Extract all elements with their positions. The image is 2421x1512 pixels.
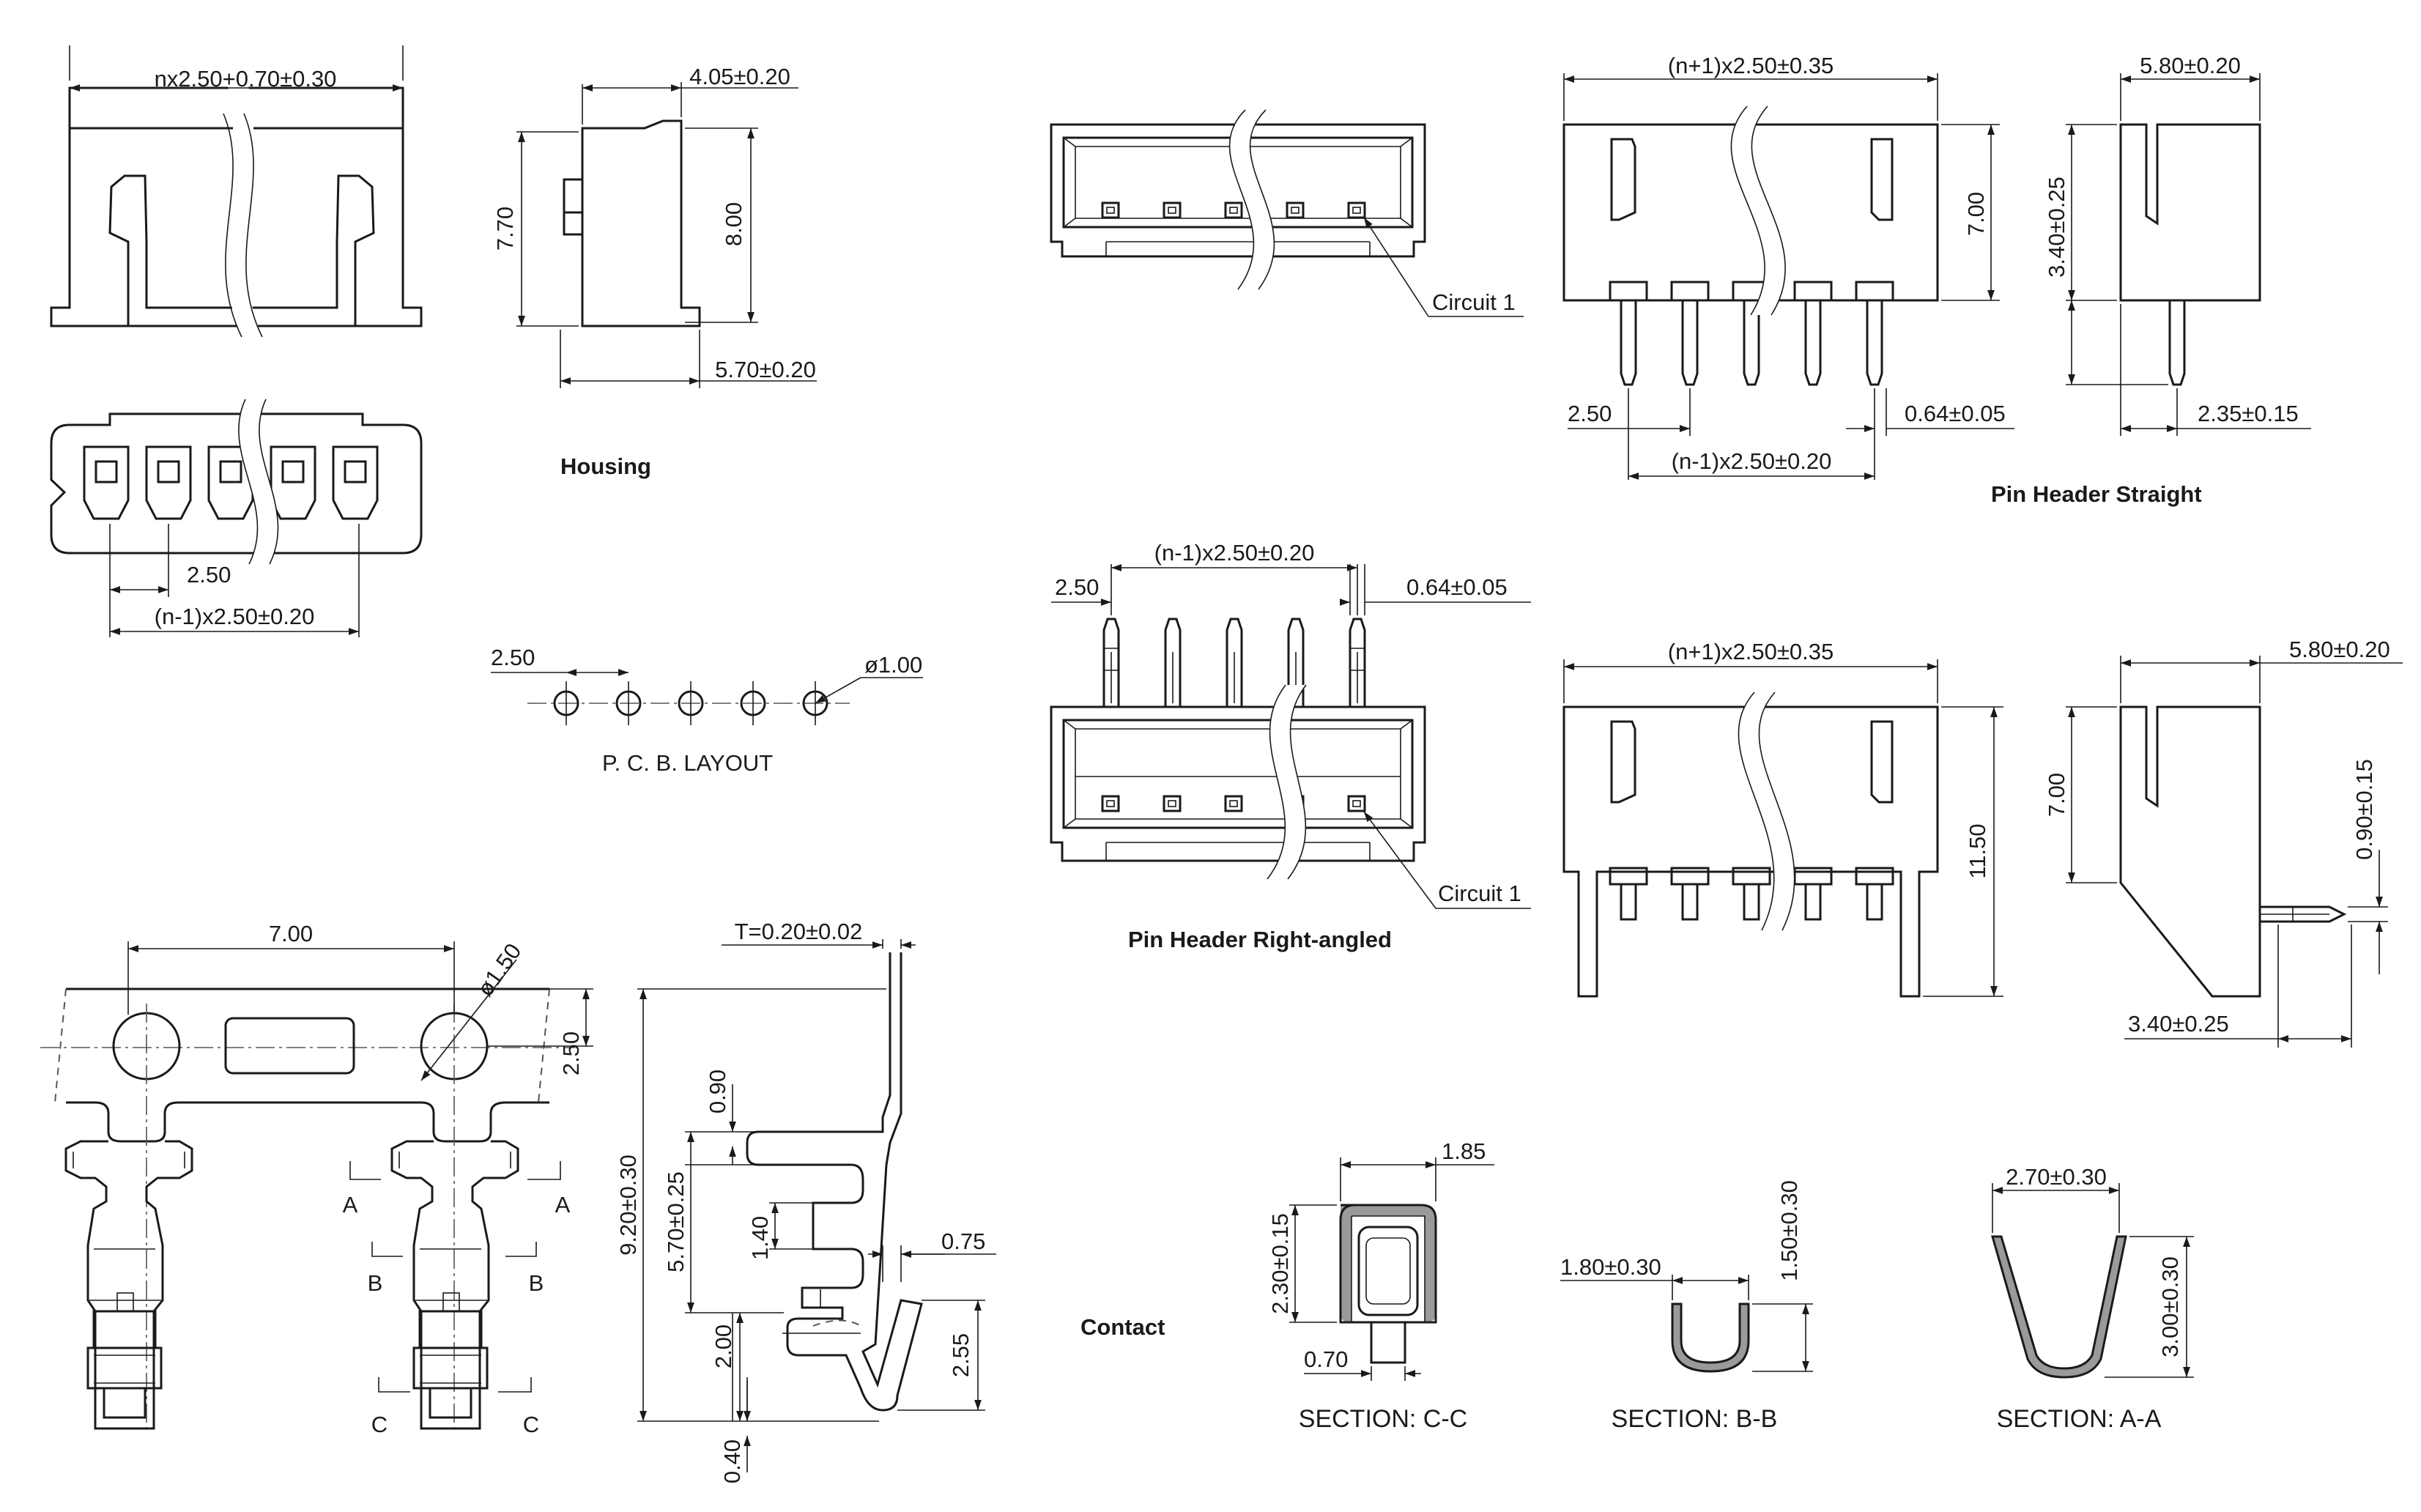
pin-header-right-angled-front-view: (n+1)x2.50±0.35 11.50 xyxy=(1562,639,2003,998)
housing-front-view: nx2.50+0.70±0.30 xyxy=(50,45,423,338)
label-pin-header-straight: Pin Header Straight xyxy=(1991,481,2202,507)
section-b-left: B xyxy=(368,1270,383,1296)
dim-housing-span: (n-1)x2.50±0.20 xyxy=(155,604,315,629)
pin-header-right-angled-top-view: (n-1)x2.50±0.20 2.50 0.64±0.05 Circuit 1 xyxy=(1050,540,1531,909)
dim-contact-hole-150: ø1.50 xyxy=(472,938,526,1001)
dim-contact-570: 5.70±0.25 xyxy=(663,1171,689,1272)
pin-header-straight-front-pins xyxy=(1609,281,1894,386)
pcb-holes xyxy=(553,681,828,725)
contact-terminal-left xyxy=(64,1140,193,1430)
dim-aa-270: 2.70±0.30 xyxy=(2006,1164,2107,1190)
section-aa: 2.70±0.30 3.00±0.30 SECTION: A-A xyxy=(1991,1164,2194,1433)
housing-cavities xyxy=(83,445,379,520)
dim-ra-pin-064: 0.64±0.05 xyxy=(1406,574,1508,600)
dim-cc-230: 2.30±0.15 xyxy=(1267,1213,1293,1314)
label-pin-header-right-angled: Pin Header Right-angled xyxy=(1128,927,1392,952)
dim-housing-800: 8.00 xyxy=(721,202,746,246)
dim-bb-180: 1.80±0.30 xyxy=(1560,1254,1661,1280)
dim-straight-700: 7.00 xyxy=(1963,192,1989,236)
dim-straight-pin-064: 0.64±0.05 xyxy=(1905,401,2006,426)
pin-header-straight-front-view: (n+1)x2.50±0.35 7.00 2.50 0.64±0.05 (n-1… xyxy=(1562,53,2014,480)
dim-cc-070: 0.70 xyxy=(1304,1346,1348,1372)
dim-ra-090: 0.90±0.15 xyxy=(2351,759,2377,860)
dim-housing-570: 5.70±0.20 xyxy=(715,357,816,382)
label-circuit-1-straight: Circuit 1 xyxy=(1432,289,1516,315)
contact-side-view: T=0.20±0.02 9.20±0.30 5.70±0.25 0.90 1.4… xyxy=(615,919,996,1483)
label-housing: Housing xyxy=(560,453,651,479)
dim-aa-300: 3.00±0.30 xyxy=(2157,1256,2183,1357)
dim-ra-700: 7.00 xyxy=(2044,773,2069,817)
dim-straight-235: 2.35±0.15 xyxy=(2198,401,2299,426)
dim-contact-pitch-250: 2.50 xyxy=(558,1031,584,1075)
pin-header-straight-side-view: 5.80±0.20 3.40±0.25 2.35±0.15 xyxy=(2044,53,2311,436)
dim-housing-width: nx2.50+0.70±0.30 xyxy=(155,66,337,92)
housing-bottom-view: 2.50 (n-1)x2.50±0.20 xyxy=(50,399,423,637)
dim-ra-1150: 11.50 xyxy=(1965,823,1990,878)
dim-straight-pitch: 2.50 xyxy=(1568,401,1612,426)
dim-contact-075: 0.75 xyxy=(941,1228,985,1254)
dim-ra-side-580: 5.80±0.20 xyxy=(2289,637,2390,662)
dim-ra-span: (n-1)x2.50±0.20 xyxy=(1154,540,1315,566)
dim-contact-700: 7.00 xyxy=(269,921,313,946)
dim-straight-side-580: 5.80±0.20 xyxy=(2140,53,2241,78)
section-bb: 1.80±0.30 1.50±0.30 SECTION: B-B xyxy=(1560,1180,1813,1433)
dim-contact-thickness: T=0.20±0.02 xyxy=(735,919,863,944)
label-circuit-1-ra: Circuit 1 xyxy=(1438,881,1521,906)
pin-header-right-angled-front-pins xyxy=(1609,867,1894,921)
dim-contact-920: 9.20±0.30 xyxy=(615,1155,641,1256)
pin-header-straight-top-view: Circuit 1 xyxy=(1050,109,1524,317)
label-section-bb: SECTION: B-B xyxy=(1612,1405,1778,1433)
dim-ra-pitch: 2.50 xyxy=(1055,574,1099,600)
section-a-right: A xyxy=(555,1192,571,1218)
dim-contact-040: 0.40 xyxy=(719,1439,745,1483)
dim-housing-pitch: 2.50 xyxy=(187,562,231,588)
dim-contact-255: 2.55 xyxy=(948,1333,974,1377)
label-section-aa: SECTION: A-A xyxy=(1997,1405,2162,1433)
section-a-left: A xyxy=(343,1192,358,1218)
housing-side-view: 4.05±0.20 7.70 8.00 5.70±0.20 xyxy=(492,64,817,388)
dim-pcb-pitch: 2.50 xyxy=(491,645,535,670)
dim-housing-770: 7.70 xyxy=(492,207,518,251)
dim-contact-090: 0.90 xyxy=(705,1070,730,1113)
label-section-cc: SECTION: C-C xyxy=(1299,1405,1467,1433)
pin-header-right-angled-pins-top xyxy=(1101,618,1366,812)
pin-header-straight-pins xyxy=(1101,201,1366,219)
contact-terminal-right xyxy=(390,1140,519,1430)
dim-pcb-hole: ø1.00 xyxy=(864,652,922,678)
section-c-right: C xyxy=(523,1412,539,1437)
label-pcb-layout: P. C. B. LAYOUT xyxy=(602,750,773,776)
label-contact: Contact xyxy=(1080,1314,1165,1340)
section-markers: A A B B C C xyxy=(343,1161,571,1437)
section-cc: 1.85 2.30±0.15 0.70 SECTION: C-C xyxy=(1267,1138,1494,1433)
pcb-layout: 2.50 ø1.00 P. C. B. LAYOUT xyxy=(491,645,923,776)
dim-straight-340: 3.40±0.25 xyxy=(2044,177,2069,278)
dim-straight-span: (n-1)x2.50±0.20 xyxy=(1672,448,1832,474)
dim-cc-185: 1.85 xyxy=(1442,1138,1486,1164)
dim-bb-150: 1.50±0.30 xyxy=(1776,1180,1802,1281)
section-c-left: C xyxy=(371,1412,388,1437)
dim-straight-width: (n+1)x2.50±0.35 xyxy=(1668,53,1834,78)
dim-ra-340: 3.40±0.25 xyxy=(2128,1011,2229,1037)
pin-header-right-angled-side-view: 5.80±0.20 7.00 0.90±0.15 3.40±0.25 xyxy=(2044,637,2403,1048)
section-b-right: B xyxy=(529,1270,544,1296)
dim-housing-side-depth: 4.05±0.20 xyxy=(689,64,790,89)
dim-ra-width: (n+1)x2.50±0.35 xyxy=(1668,639,1834,664)
dim-contact-140: 1.40 xyxy=(747,1216,773,1260)
dim-contact-200: 2.00 xyxy=(711,1324,736,1368)
